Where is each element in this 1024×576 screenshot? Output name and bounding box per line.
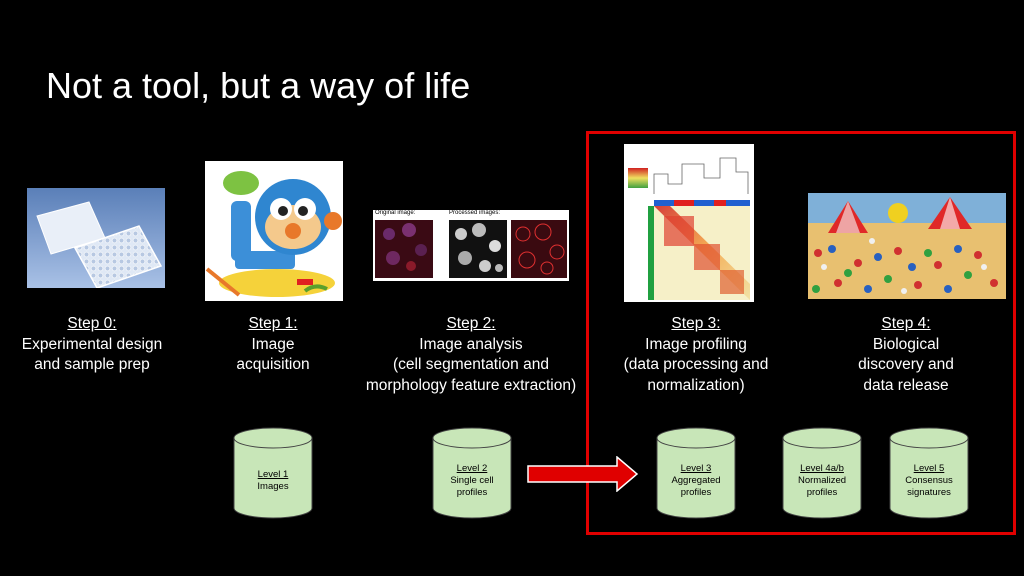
step-3-line: normalization) (647, 376, 745, 394)
step-3-label[interactable]: Step 3: (671, 315, 721, 332)
level-2-line: Single cell (450, 475, 494, 486)
level-4-line: Normalized (797, 475, 847, 486)
right-arrow-icon (527, 455, 639, 497)
step-1-line: Image (251, 335, 295, 353)
highlight-box (586, 131, 1016, 535)
image-analysis-panels: Original image: Processed images: (373, 210, 569, 281)
level-2-line: profiles (456, 487, 488, 498)
crowd-illustration-image (808, 193, 1006, 299)
level-5-cylinder: Level 5 Consensus signatures (889, 427, 969, 519)
toy-microscope-image (205, 161, 343, 301)
step-2-label[interactable]: Step 2: (446, 315, 496, 332)
step-1-label[interactable]: Step 1: (248, 315, 298, 332)
step-1-line: acquisition (236, 356, 310, 373)
step-0-line: and sample prep (34, 356, 150, 373)
step-4-line: Biological (872, 335, 940, 353)
well-plate-image (27, 188, 165, 288)
step-2-line: Image analysis (419, 335, 523, 353)
level-1-label[interactable]: Level 1 (257, 469, 289, 480)
original-image-caption: Original image: (375, 210, 416, 216)
step-4-line: discovery and (858, 356, 954, 373)
level-5-label[interactable]: Level 5 (913, 463, 945, 474)
level-5-line: signatures (907, 487, 951, 498)
level-4-line: profiles (806, 487, 838, 498)
step-3-line: (data processing and (623, 356, 769, 373)
level-1-cylinder: Level 1 Images (233, 427, 313, 519)
page-title: Not a tool, but a way of life (46, 65, 471, 106)
step-0-label[interactable]: Step 0: (67, 315, 117, 332)
correlation-heatmap-image (624, 144, 754, 302)
step-2-caption: Step 2: Image analysis (cell segmentatio… (366, 314, 576, 396)
level-3-line: Aggregated (671, 475, 721, 486)
level-3-line: profiles (680, 487, 712, 498)
level-5-line: Consensus (905, 475, 953, 486)
level-4-label[interactable]: Level 4a/b (800, 463, 844, 474)
step-0-line: Experimental design (21, 335, 163, 353)
level-3-label[interactable]: Level 3 (680, 463, 712, 474)
level-2-label[interactable]: Level 2 (456, 463, 488, 474)
level-1-line: Images (257, 481, 289, 492)
step-4-line: data release (863, 376, 949, 394)
step-4-label[interactable]: Step 4: (881, 315, 931, 332)
level-2-cylinder: Level 2 Single cell profiles (432, 427, 512, 519)
processed-images-caption: Processed images: (449, 210, 501, 216)
step-0-caption: Step 0: Experimental design and sample p… (22, 314, 162, 376)
step-3-caption: Step 3: Image profiling (data processing… (624, 314, 769, 396)
level-3-cylinder: Level 3 Aggregated profiles (656, 427, 736, 519)
step-2-line: (cell segmentation and (393, 356, 549, 373)
step-1-caption: Step 1: Image acquisition (236, 314, 309, 376)
step-2-line: morphology feature extraction) (365, 376, 577, 394)
step-4-caption: Step 4: Biological discovery and data re… (858, 314, 954, 396)
level-4-cylinder: Level 4a/b Normalized profiles (782, 427, 862, 519)
step-3-line: Image profiling (645, 335, 747, 353)
